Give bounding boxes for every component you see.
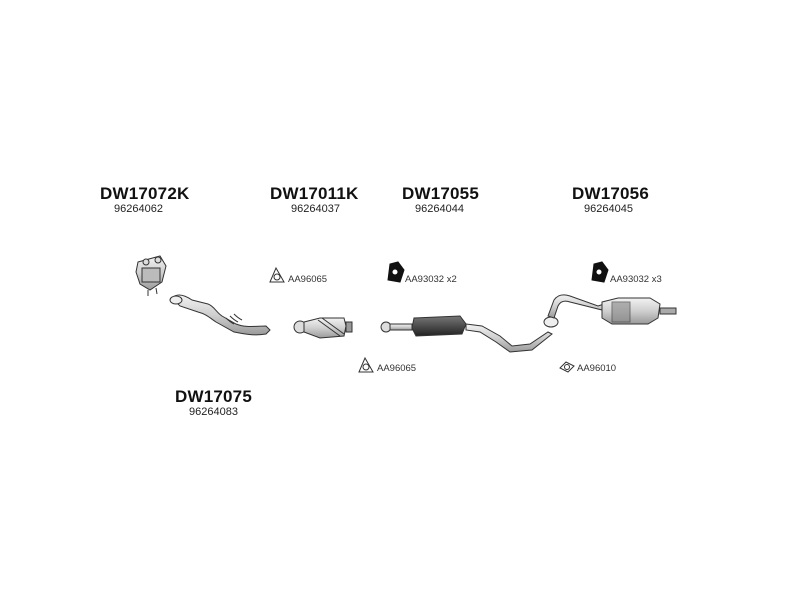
rubber-mount-icon[interactable]	[387, 261, 405, 283]
catalytic-manifold-part[interactable]	[135, 255, 167, 296]
gasket-icon[interactable]	[269, 266, 285, 283]
assembly-label-dw17075[interactable]: DW17075 96264083	[175, 388, 252, 419]
fitting-label: AA96065	[288, 274, 328, 285]
assembly-label-dw17055[interactable]: DW17055 96264044	[402, 185, 479, 216]
assembly-label-dw17056[interactable]: DW17056 96264045	[572, 185, 649, 216]
assembly-number: 96264045	[584, 203, 633, 215]
assembly-label-dw17072k[interactable]: DW17072K 96264062	[100, 185, 189, 216]
rear-silencer-part[interactable]	[543, 294, 677, 328]
gasket-icon[interactable]	[358, 356, 374, 373]
assembly-label-dw17011k[interactable]: DW17011K 96264037	[270, 185, 359, 216]
assembly-number: 96264083	[189, 406, 238, 418]
front-pipe-part[interactable]	[169, 294, 271, 336]
fitting-label: AA96010	[577, 363, 617, 374]
assembly-code: DW17056	[572, 184, 649, 203]
gasket-icon[interactable]	[559, 361, 575, 373]
assembly-number: 96264062	[114, 203, 163, 215]
assembly-code: DW17011K	[270, 184, 359, 203]
fitting-label: AA96065	[377, 363, 417, 374]
fitting-label: AA93032 x2	[405, 274, 457, 285]
assembly-number: 96264044	[415, 203, 464, 215]
fitting-label: AA93032 x3	[610, 274, 662, 285]
assembly-number: 96264037	[291, 203, 340, 215]
catalytic-converter-part[interactable]	[293, 317, 353, 339]
assembly-code: DW17072K	[100, 184, 190, 203]
middle-silencer-part[interactable]	[380, 315, 553, 353]
rubber-mount-icon[interactable]	[591, 261, 609, 283]
assembly-code: DW17055	[402, 184, 479, 203]
assembly-code: DW17075	[175, 387, 252, 406]
